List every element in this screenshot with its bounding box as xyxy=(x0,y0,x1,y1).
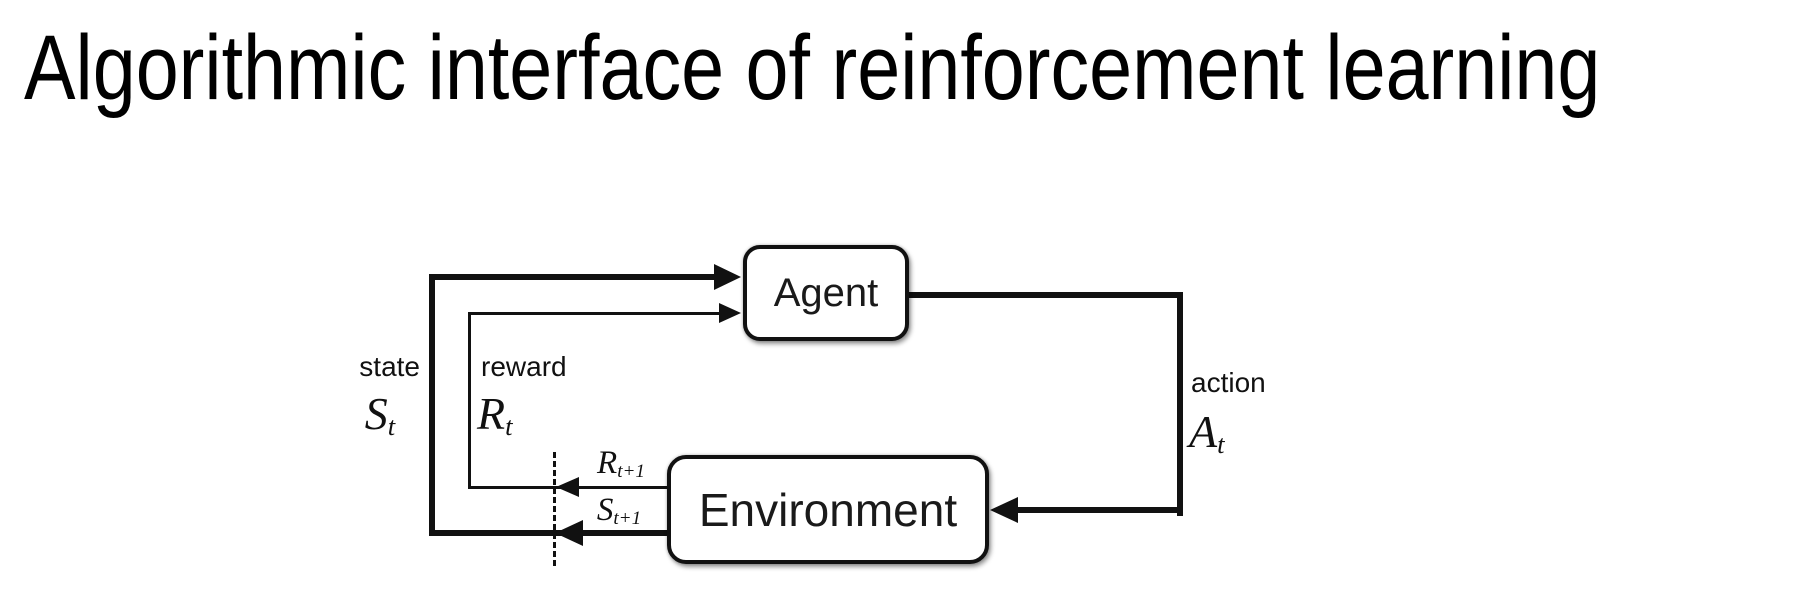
state-symbol-subscript: t xyxy=(387,410,396,441)
environment-node: Environment xyxy=(667,455,989,564)
state-symbol: St xyxy=(340,388,420,440)
agent-label: Agent xyxy=(773,271,879,315)
next-state-symbol: St+1 xyxy=(573,492,665,530)
state-to-agent-arrowhead-icon xyxy=(714,264,741,290)
reward-symbol: Rt xyxy=(477,388,513,440)
action-line-top xyxy=(908,292,1183,298)
next-state-line xyxy=(429,530,672,536)
reward-to-agent-arrowhead-icon xyxy=(719,303,741,323)
reward-word-label: reward xyxy=(481,351,567,382)
next-reward-symbol: Rt+1 xyxy=(575,445,667,483)
next-state-arrowhead-icon xyxy=(555,520,583,546)
action-line-vertical xyxy=(1177,292,1183,516)
state-line-vertical xyxy=(429,274,435,536)
agent-node: Agent xyxy=(743,245,909,341)
action-symbol-base: A xyxy=(1189,406,1218,457)
action-line-bottom xyxy=(1012,507,1183,513)
action-symbol: At xyxy=(1189,406,1225,458)
reward-symbol-subscript: t xyxy=(505,410,513,441)
environment-label: Environment xyxy=(698,483,958,536)
state-symbol-base: S xyxy=(364,388,388,439)
reward-line-top xyxy=(468,312,722,315)
reward-line-vertical xyxy=(468,312,471,488)
next-reward-symbol-subscript: t+1 xyxy=(617,461,645,483)
state-word-label: state xyxy=(359,351,420,382)
reward-symbol-base: R xyxy=(477,388,506,439)
next-state-symbol-base: S xyxy=(596,492,614,528)
action-to-environment-arrowhead-icon xyxy=(990,497,1018,523)
next-reward-arrowhead-icon xyxy=(556,477,579,497)
next-reward-symbol-base: R xyxy=(597,445,618,481)
time-step-divider-line xyxy=(553,452,556,566)
action-word-label: action xyxy=(1191,367,1266,398)
next-state-symbol-subscript: t+1 xyxy=(613,508,642,530)
state-line-top xyxy=(429,274,717,280)
action-symbol-subscript: t xyxy=(1217,428,1225,459)
slide-title: Algorithmic interface of reinforcement l… xyxy=(24,17,1601,119)
